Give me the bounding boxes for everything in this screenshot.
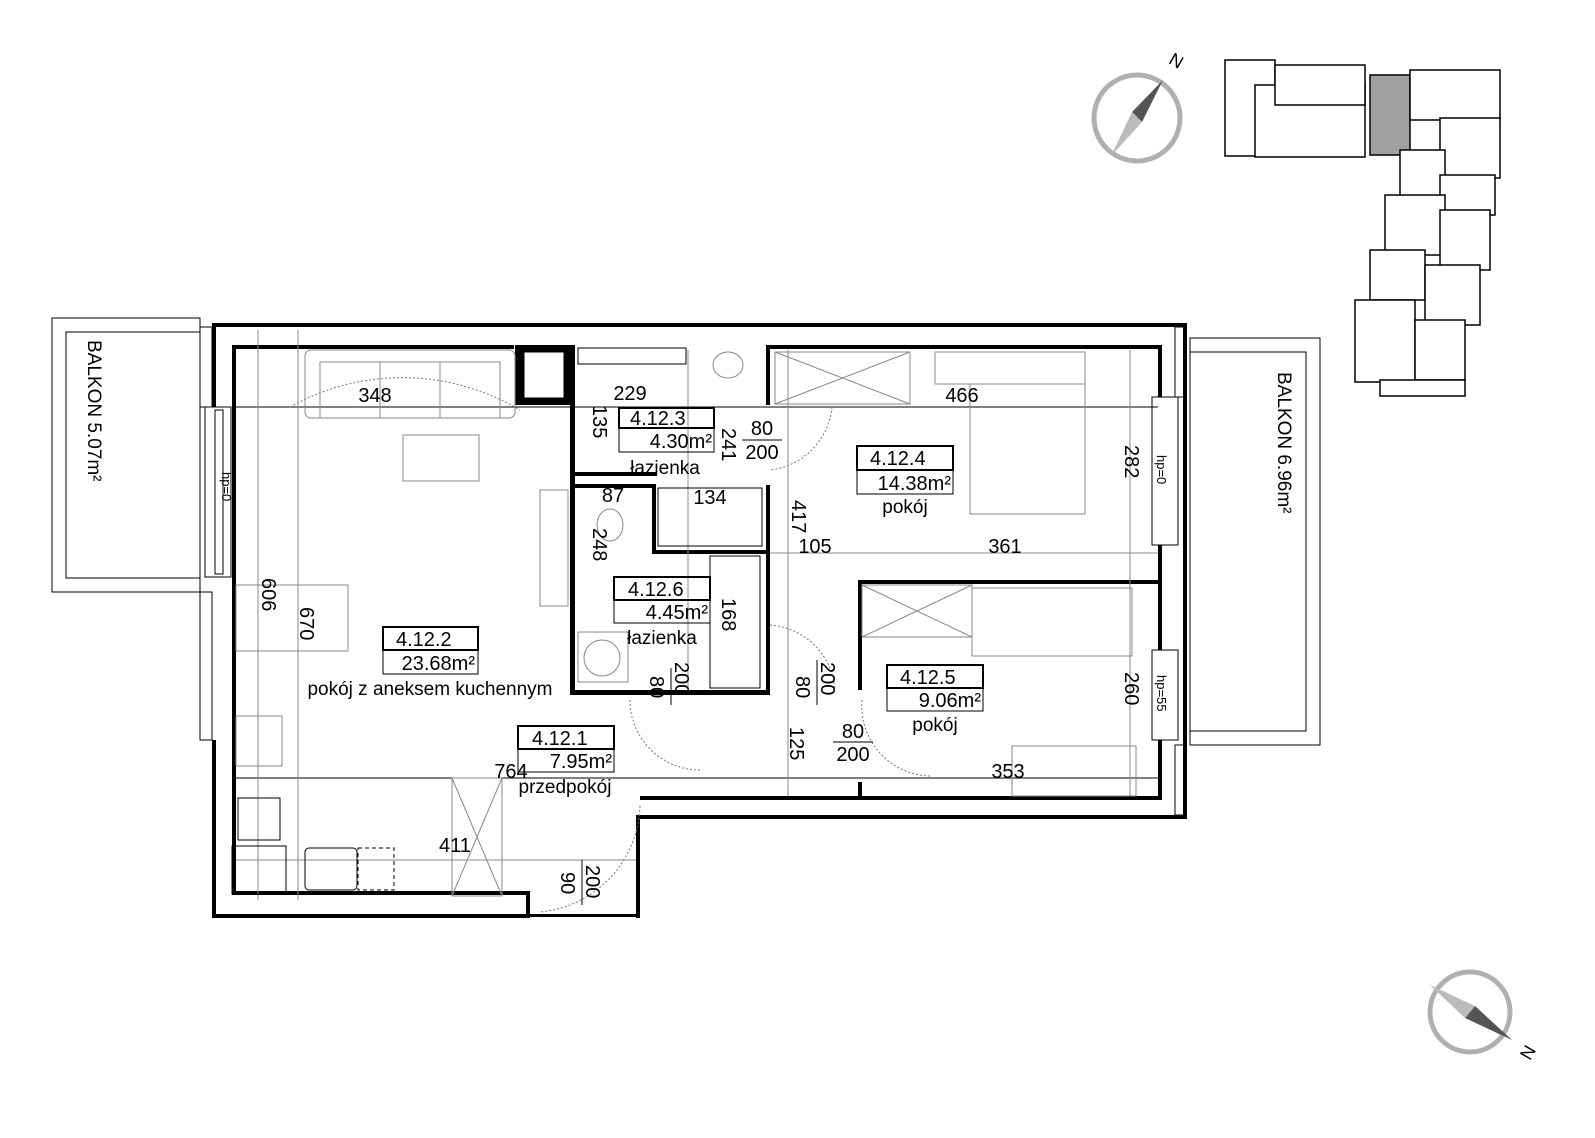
room-id: 4.12.5 xyxy=(900,667,956,689)
room-4-12-1: 4.12.1 7.95m² przedpokój xyxy=(517,725,615,798)
room-name: przedpokój xyxy=(519,777,612,798)
door-width: 90 xyxy=(556,872,578,894)
room-4-12-5: 4.12.5 9.06m² pokój xyxy=(886,664,984,736)
room-name: łazienka xyxy=(630,458,700,479)
north-label: N xyxy=(1516,1042,1540,1063)
room-name: pokój z aneksem kuchennym xyxy=(307,679,552,700)
dimension: 135 xyxy=(588,405,610,438)
furniture xyxy=(231,349,1137,913)
door-width: 80 xyxy=(842,721,864,743)
door-width: 80 xyxy=(645,676,667,698)
building-key-plan xyxy=(1224,59,1501,397)
dimension: 87 xyxy=(602,485,624,507)
door-height: 200 xyxy=(745,442,778,464)
dimension: 248 xyxy=(588,528,610,561)
balcony-right: BALKON 6.96m² xyxy=(1189,337,1321,746)
door-label: 80 200 xyxy=(791,660,838,705)
dimension: 417 xyxy=(787,500,809,533)
room-area: 9.06m² xyxy=(919,690,982,712)
dimension: 282 xyxy=(1120,445,1142,478)
sill-height: hp=0 xyxy=(219,472,234,501)
room-name: pokój xyxy=(882,497,927,518)
balcony-right-label: BALKON 6.96m² xyxy=(1273,372,1294,514)
balcony-left-label: BALKON 5.07m² xyxy=(83,340,104,482)
door-label: 90 200 xyxy=(556,860,603,905)
room-4-12-3: 4.12.3 4.30m² łazienka xyxy=(618,407,715,479)
door-labels: 80 200 80 200 80 200 80 200 90 200 xyxy=(556,418,873,905)
dimension: 606 xyxy=(257,578,279,611)
room-id: 4.12.1 xyxy=(532,728,588,750)
sill-heights: hp=0 hp=0 hp=55 xyxy=(219,455,1169,712)
dimension: 466 xyxy=(945,385,978,407)
north-label: N xyxy=(1166,49,1187,73)
room-id: 4.12.6 xyxy=(628,579,684,601)
dimension: 134 xyxy=(693,487,726,509)
dimension: 670 xyxy=(295,607,317,640)
dimension: 348 xyxy=(358,385,391,407)
dimension: 411 xyxy=(439,835,471,857)
room-area: 7.95m² xyxy=(550,751,613,773)
room-4-12-2: 4.12.2 23.68m² pokój z aneksem kuchennym xyxy=(307,626,553,700)
room-id: 4.12.4 xyxy=(870,448,926,470)
room-area: 4.45m² xyxy=(646,602,709,624)
room-id: 4.12.3 xyxy=(630,408,686,430)
room-4-12-4: 4.12.4 14.38m² pokój xyxy=(856,445,954,518)
room-id: 4.12.2 xyxy=(396,629,452,651)
dimension: 168 xyxy=(717,598,739,631)
dimension: 229 xyxy=(613,383,646,405)
dimension: 260 xyxy=(1120,672,1142,705)
dimension: 353 xyxy=(991,761,1024,783)
windows xyxy=(199,326,1186,816)
door-height: 200 xyxy=(836,744,869,766)
door-height: 200 xyxy=(670,662,692,695)
dimension: 764 xyxy=(494,761,527,783)
door-label: 80 200 xyxy=(833,721,873,766)
door-width: 80 xyxy=(791,676,813,698)
door-label: 80 200 xyxy=(742,418,782,464)
room-name: łazienka xyxy=(627,628,697,649)
walls xyxy=(212,323,1187,918)
dimension: 361 xyxy=(988,536,1021,558)
room-area: 23.68m² xyxy=(402,653,476,675)
balcony-left: BALKON 5.07m² xyxy=(51,317,201,593)
door-height: 200 xyxy=(581,865,603,898)
room-area: 4.30m² xyxy=(650,431,713,453)
dimension: 125 xyxy=(785,727,807,760)
installation-markers xyxy=(577,347,687,365)
sill-height: hp=55 xyxy=(1154,675,1169,712)
dimension: 105 xyxy=(798,536,831,558)
room-name: pokój xyxy=(912,715,957,736)
room-area: 14.38m² xyxy=(878,473,952,495)
door-label: 80 200 xyxy=(645,662,692,705)
dimensions: 348 229 135 241 466 282 87 134 248 417 1… xyxy=(257,383,1142,857)
sill-height: hp=0 xyxy=(1154,455,1169,484)
room-4-12-6: 4.12.6 4.45m² łazienka xyxy=(613,576,711,649)
compass-icon: N xyxy=(1427,969,1540,1063)
dimension: 241 xyxy=(717,428,739,461)
door-height: 200 xyxy=(816,662,838,695)
grid-lines xyxy=(236,330,1158,900)
compass-icon: N xyxy=(1091,49,1187,164)
door-width: 80 xyxy=(751,418,773,440)
